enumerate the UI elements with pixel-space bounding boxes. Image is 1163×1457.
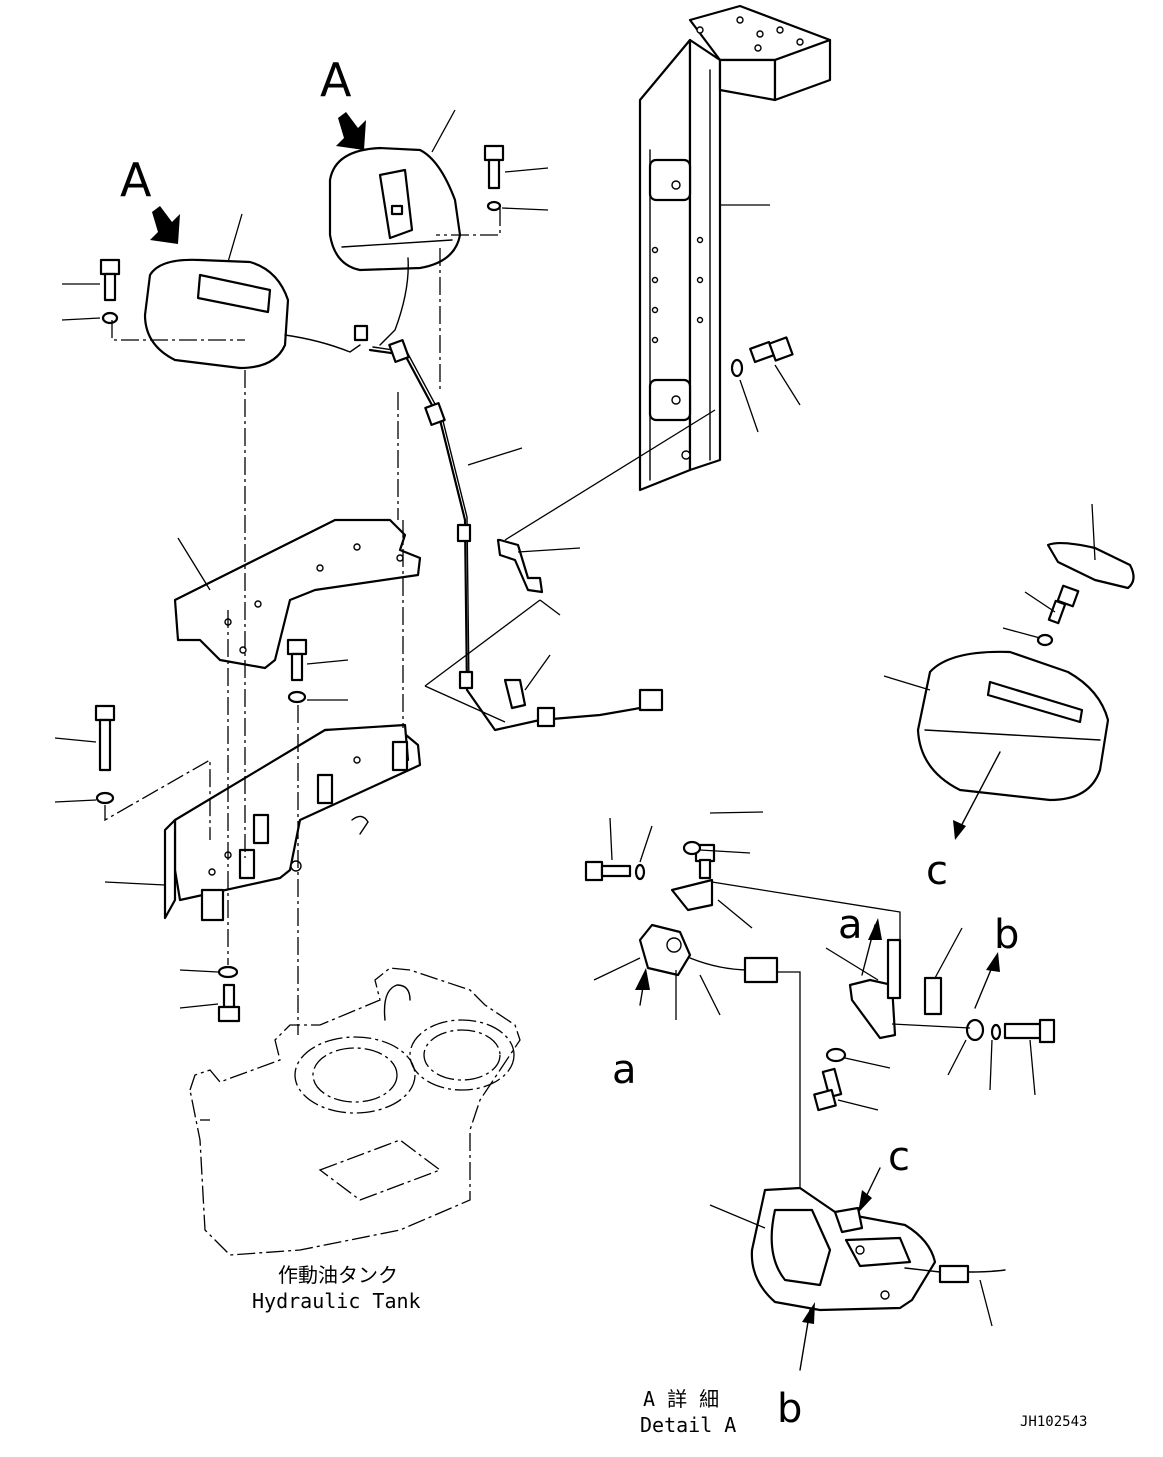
mounting-plate-upper	[173, 518, 422, 670]
callout-b-top: b	[994, 912, 1019, 958]
callout-c-top: c	[888, 1134, 910, 1180]
detail-a-label-en: Detail A	[640, 1413, 736, 1437]
detail-a-right-cover	[883, 650, 1110, 802]
plate-bolt	[286, 638, 349, 704]
detail-a-bracket-b	[813, 918, 1056, 1112]
view-label-a-top: A	[320, 53, 352, 107]
left-lever-cover	[143, 213, 290, 370]
detail-a-knob-cap	[1046, 503, 1135, 590]
upper-lever-cover	[328, 109, 462, 272]
detail-a-lever-housing	[709, 1167, 1006, 1371]
wiring-harness	[284, 257, 664, 732]
bottom-bolt	[179, 965, 241, 1023]
detail-a-switch	[593, 878, 779, 1020]
detail-a-switch-bolts	[584, 811, 764, 882]
pillar-bolt	[730, 336, 801, 433]
view-arrows	[150, 112, 366, 244]
detail-a-cap-screw	[1002, 584, 1080, 647]
long-bolt	[54, 704, 116, 805]
callout-b-bottom: b	[777, 1386, 802, 1432]
hydraulic-tank	[189, 967, 521, 1256]
left-bolt	[61, 258, 121, 325]
hydraulic-tank-label-en: Hydraulic Tank	[252, 1289, 421, 1313]
upper-bolt	[483, 144, 549, 212]
view-label-a-left: A	[120, 153, 152, 207]
arrow-to-c	[953, 751, 1001, 840]
callout-a-top: a	[838, 902, 863, 948]
harness-brackets	[424, 409, 716, 723]
vertical-frame-pillar	[638, 4, 832, 492]
assembly-centre-lines	[104, 208, 501, 1035]
drawing-number: JH102543	[1020, 1414, 1087, 1430]
detail-a-label-jp: A 詳 細	[643, 1387, 719, 1411]
hydraulic-tank-label-jp: 作動油タンク	[278, 1263, 398, 1287]
callout-c-bottom: c	[926, 848, 948, 894]
callout-a-bottom: a	[612, 1047, 637, 1093]
lower-bracket	[104, 723, 422, 922]
